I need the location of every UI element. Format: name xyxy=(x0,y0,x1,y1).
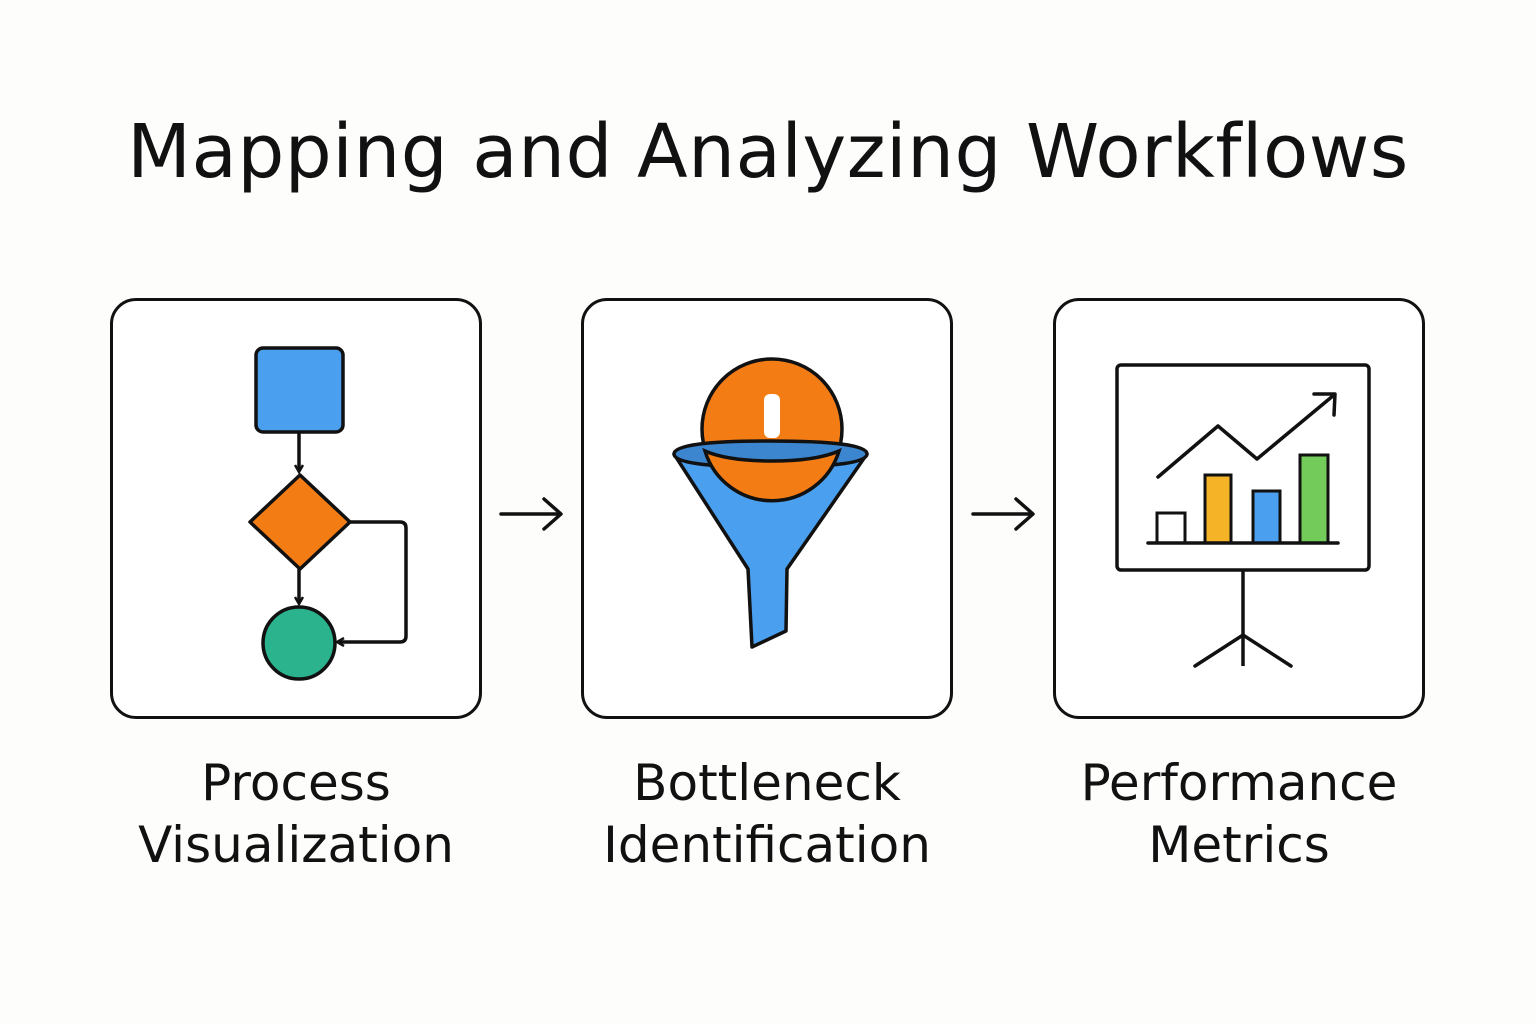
caption-line-2: Identification xyxy=(603,816,931,874)
board-leg-right xyxy=(1241,633,1293,668)
flowchart-icon xyxy=(248,346,408,681)
caption-bottleneck-identification: Bottleneck Identification xyxy=(547,752,987,876)
bar-2 xyxy=(1203,473,1233,545)
funnel-alert-icon xyxy=(672,357,869,649)
loop-connector xyxy=(338,520,408,642)
page-title: Mapping and Analyzing Workflows xyxy=(127,109,1409,195)
bar-3 xyxy=(1251,489,1282,545)
arrow-right-icon xyxy=(499,497,563,531)
trend-arrowhead xyxy=(1312,392,1337,417)
bottleneck-identification-card xyxy=(581,298,953,719)
end-circle xyxy=(261,605,337,681)
caption-line-1: Bottleneck xyxy=(633,754,901,812)
decision-diamond xyxy=(248,473,352,571)
caption-line-1: Process xyxy=(201,754,391,812)
trend-line xyxy=(1156,393,1336,479)
arrow-right-icon xyxy=(971,497,1035,531)
caption-line-2: Metrics xyxy=(1148,816,1330,874)
process-visualization-card xyxy=(110,298,482,719)
caption-line-1: Performance xyxy=(1080,754,1398,812)
performance-metrics-card xyxy=(1053,298,1425,719)
caption-performance-metrics: Performance Metrics xyxy=(1019,752,1459,876)
exclamation-bar xyxy=(764,394,780,438)
board-leg-left xyxy=(1193,633,1245,668)
chart-board-icon xyxy=(1115,363,1371,668)
caption-process-visualization: Process Visualization xyxy=(76,752,516,876)
bar-1 xyxy=(1155,511,1187,545)
caption-line-2: Visualization xyxy=(138,816,454,874)
process-square xyxy=(254,346,345,434)
bar-4 xyxy=(1298,453,1330,545)
alert-overlap xyxy=(702,447,842,503)
